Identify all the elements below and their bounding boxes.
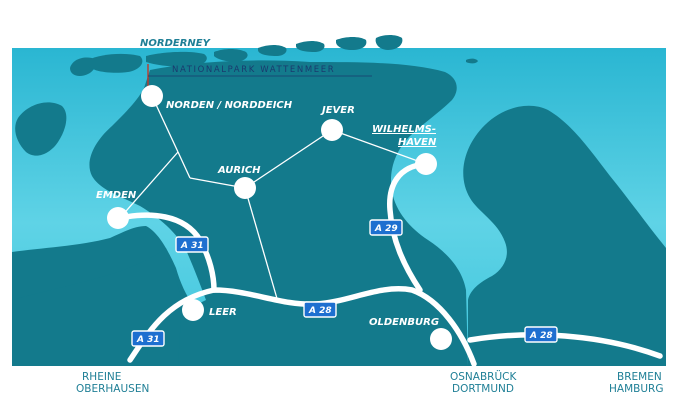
shield-a31-lower: A 31 xyxy=(131,330,165,347)
label-oberhausen: OBERHAUSEN xyxy=(76,383,149,395)
shield-a31-upper: A 31 xyxy=(175,236,209,253)
city-dot-norden[interactable] xyxy=(141,85,163,107)
city-dot-wilhelmshaven[interactable] xyxy=(415,153,437,175)
city-dot-leer[interactable] xyxy=(182,299,204,321)
city-dot-jever[interactable] xyxy=(321,119,343,141)
label-bremen: BREMEN xyxy=(617,371,662,383)
label-national-park: NATIONALPARK WATTENMEER xyxy=(172,65,335,75)
label-jever: JEVER xyxy=(320,105,355,116)
city-dot-aurich[interactable] xyxy=(234,177,256,199)
label-rheine: RHEINE xyxy=(82,371,121,383)
label-norderney: NORDERNEY xyxy=(140,38,212,49)
shield-a28-mid: A 28 xyxy=(303,301,337,318)
shield-a28-east: A 28 xyxy=(524,326,558,343)
svg-text:A 31: A 31 xyxy=(180,241,204,251)
label-leer: LEER xyxy=(209,307,237,318)
label-wilhelmshaven-2: HAVEN xyxy=(398,137,437,148)
city-dot-emden[interactable] xyxy=(107,207,129,229)
label-oldenburg: OLDENBURG xyxy=(369,317,439,328)
svg-text:A 28: A 28 xyxy=(308,306,332,316)
label-osnabrueck: OSNABRÜCK xyxy=(450,370,517,383)
svg-text:A 29: A 29 xyxy=(374,224,398,234)
city-dot-oldenburg[interactable] xyxy=(430,328,452,350)
label-hamburg: HAMBURG xyxy=(609,383,663,395)
label-wilhelmshaven-1: WILHELMS- xyxy=(372,124,436,135)
island-west xyxy=(15,102,67,156)
label-dortmund: DORTMUND xyxy=(452,383,514,395)
label-norden: NORDEN / NORDDEICH xyxy=(166,100,293,111)
label-aurich: AURICH xyxy=(217,165,261,176)
land-east xyxy=(463,105,666,366)
label-emden: EMDEN xyxy=(96,190,137,201)
svg-text:A 28: A 28 xyxy=(529,331,553,341)
city-dots xyxy=(107,85,452,350)
east-frisian-islands xyxy=(70,35,478,76)
svg-text:A 31: A 31 xyxy=(136,335,160,345)
shield-a29: A 29 xyxy=(369,219,403,236)
